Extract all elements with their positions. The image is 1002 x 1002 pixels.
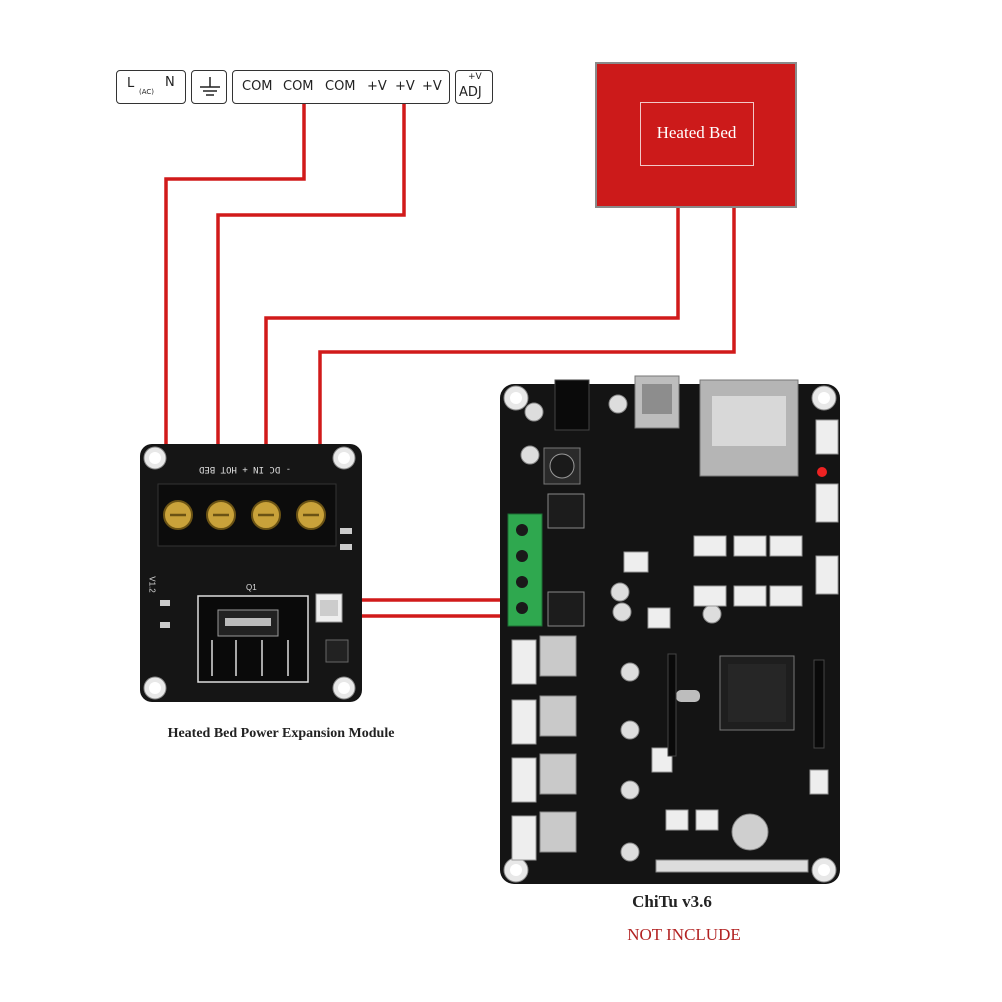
expansion-module [140,444,362,702]
psu-ac-n-label: N [165,75,175,90]
psu-adj-bottom: ADJ [459,85,482,100]
module-caption: Heated Bed Power Expansion Module [167,726,395,741]
wire-v-to-dc-pos [216,104,406,460]
psu-output-terminal: COM COM COM +V +V +V [232,70,450,104]
board-caption: ChiTu v3.6 [632,892,712,911]
wire-com-to-dc-neg [164,104,306,460]
psu-ground-terminal [191,70,227,104]
psu-v-2: +V [395,79,415,94]
heated-bed-label: Heated Bed [656,123,737,142]
ground-icon [200,77,220,96]
wire-bed-to-hotbed-2 [318,208,736,460]
heated-bed: Heated Bed [595,62,797,208]
module-terminal-labels: - DC IN + HOT BED [198,464,292,474]
heated-bed-label-box: Heated Bed [640,102,754,166]
psu-v-1: +V [367,79,387,94]
psu-com-1: COM [242,79,273,94]
psu-adj-top: +V [468,72,482,82]
psu-adj-terminal: +V ADJ [455,70,493,104]
psu-com-3: COM [325,79,356,94]
psu-com-2: COM [283,79,314,94]
psu-ac-terminal: L (AC) N [116,70,186,104]
board-note: NOT INCLUDE [627,925,741,944]
psu-ac-l-label: L [127,76,135,91]
psu-ac-sub-label: (AC) [139,88,155,96]
psu-v-3: +V [422,79,442,94]
module-version-label: V1.2 [147,576,157,593]
chitu-board [500,375,840,884]
module-q1-label: Q1 [246,583,257,592]
wire-bed-to-hotbed-1 [264,208,680,460]
